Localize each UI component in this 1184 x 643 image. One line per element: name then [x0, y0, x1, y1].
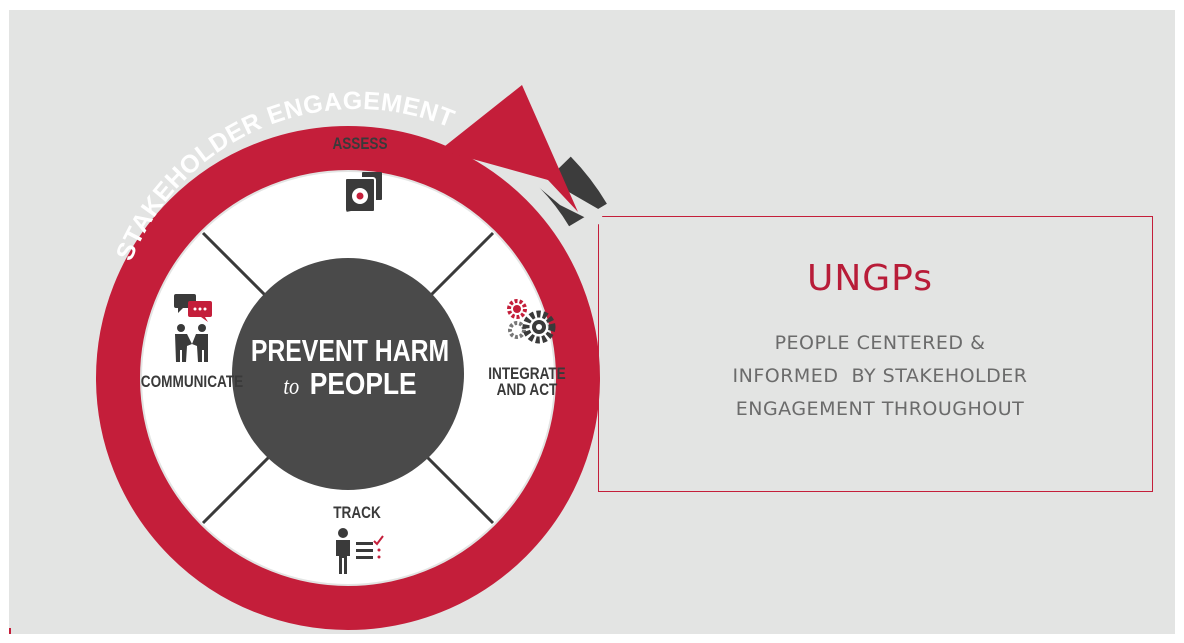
assess-label: ASSESS	[332, 135, 387, 154]
arrow-head	[440, 85, 578, 212]
center-line1: PREVENT HARM	[251, 333, 449, 367]
ungps-title: UNGPs	[806, 258, 933, 299]
ungps-line-3: ENGAGEMENT THROUGHOUT	[735, 398, 1025, 420]
center-line2-word: PEOPLE	[310, 367, 417, 401]
ungps-line-2: INFORMED BY STAKEHOLDER	[732, 365, 1028, 387]
person-checklist-icon	[336, 528, 384, 574]
center-line2-prefix: to	[283, 372, 299, 399]
integrate-line1: INTEGRATE	[488, 365, 565, 384]
communicate-label: COMMUNICATE	[141, 373, 243, 392]
assess-icon	[344, 172, 382, 213]
corner-mark	[9, 628, 11, 634]
people-talking-icon	[174, 294, 212, 362]
center-line2: to PEOPLE	[283, 367, 416, 401]
integrate-line2: AND ACT	[497, 381, 558, 400]
track-label: TRACK	[333, 504, 381, 523]
gears-icon	[507, 299, 556, 344]
ungps-line-1: PEOPLE CENTERED &	[774, 332, 986, 354]
center-circle	[232, 258, 464, 490]
engagement-ring	[96, 126, 600, 630]
